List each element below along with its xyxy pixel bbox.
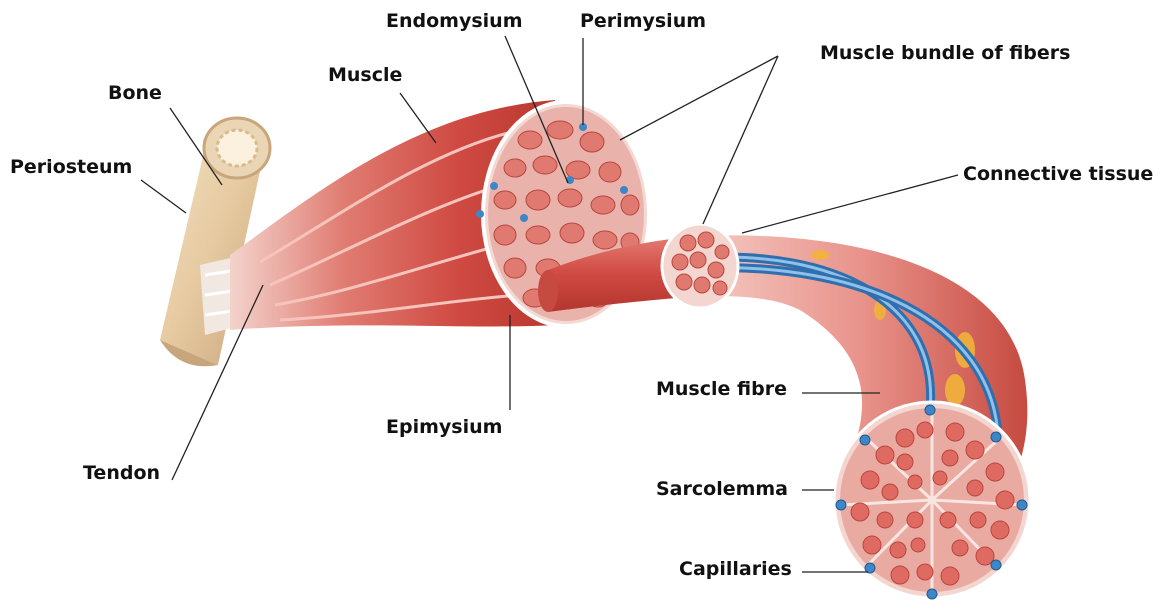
label-muscle: Muscle [328,64,402,86]
label-muscle-bundle: Muscle bundle of fibers [820,42,1070,64]
label-muscle-fibre: Muscle fibre [656,378,787,400]
label-endomysium: Endomysium [386,10,523,32]
label-perimysium: Perimysium [580,10,706,32]
label-sarcolemma: Sarcolemma [656,478,788,500]
fascicle-cross-section [662,224,738,308]
label-epimysium: Epimysium [386,416,502,438]
label-tendon: Tendon [83,462,160,484]
fibre-cross-section [834,402,1030,599]
label-periosteum: Periosteum [10,156,132,178]
label-capillaries: Capillaries [679,558,792,580]
label-connective-tissue: Connective tissue [963,163,1153,185]
label-bone: Bone [108,82,162,104]
